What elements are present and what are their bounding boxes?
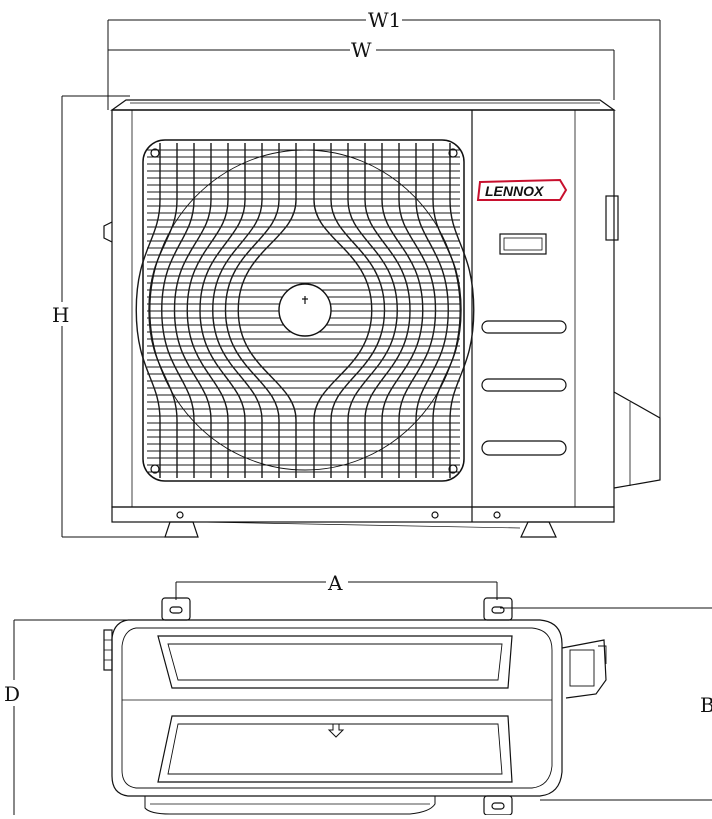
front-view: LENNOX [61,19,661,538]
base-screw-right [493,511,501,519]
right-foot [520,521,557,538]
vent-slot-2 [481,378,567,392]
mount-ear-bottom-right [483,795,513,816]
fan-shroud [149,149,461,471]
label-w: W [351,38,372,62]
fan-guard-vertical-bars [135,143,475,478]
dimension-b [500,607,712,801]
top-lid [110,99,616,111]
top-view [13,581,712,816]
rear-stand [613,391,661,489]
valve-bracket [561,639,607,699]
label-h: H [52,303,69,327]
base-screw-middle [431,511,439,519]
left-foot [164,521,199,538]
dimension-d [13,619,140,815]
unit-base [111,506,615,523]
base-screw-left [176,511,184,519]
left-handle [103,221,113,243]
logo-text: LENNOX [485,183,545,199]
mount-ear-right [483,597,513,621]
fan-hub [278,283,332,337]
drain-arrow-icon [327,723,345,738]
label-b: B [700,693,712,717]
label-w1: W1 [368,8,401,32]
base-rail [144,796,436,815]
top-body [111,619,563,797]
vent-slot-1 [481,320,567,334]
right-handle [605,195,619,241]
display-window [499,233,547,255]
top-panel-upper [157,635,513,689]
label-a: A [327,571,343,595]
mount-ear-left [161,597,191,621]
lennox-logo: LENNOX [476,178,568,201]
label-d: D [4,682,20,706]
fan-guard [142,139,465,482]
vent-slot-3 [481,440,567,456]
top-panel-lower [157,715,513,783]
